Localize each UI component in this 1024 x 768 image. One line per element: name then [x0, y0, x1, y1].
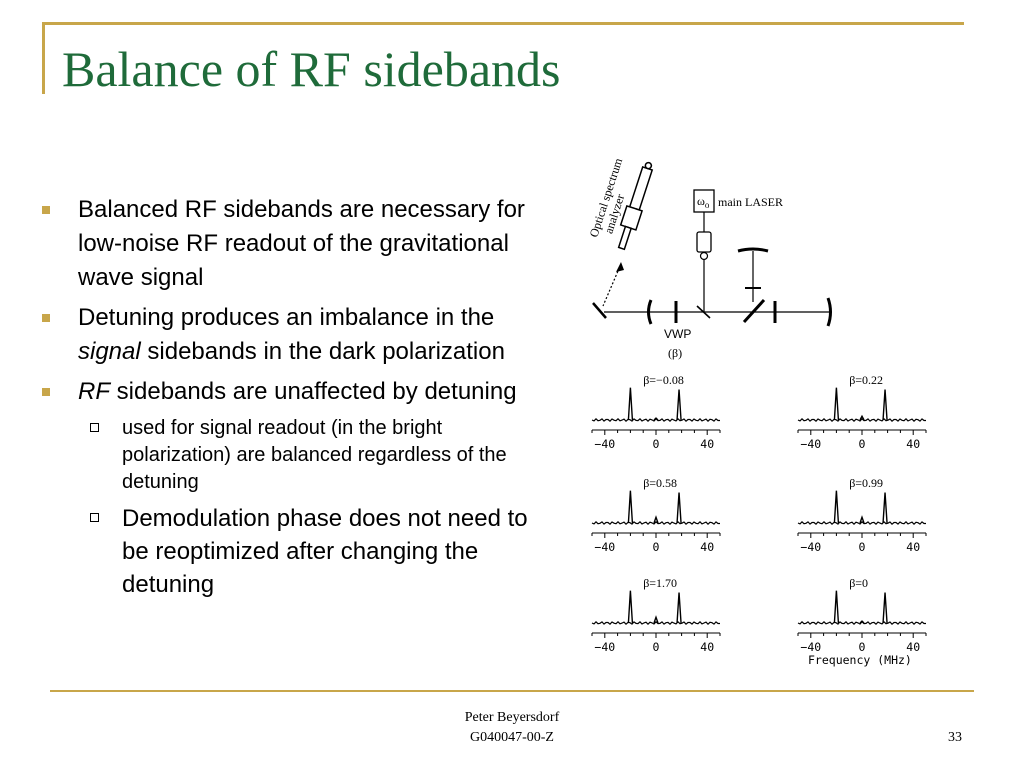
- vwp-label: VWP: [664, 327, 691, 341]
- spectrum-peak: [676, 389, 682, 421]
- x-tick-label: 0: [653, 540, 660, 554]
- spectrum-baseline: [797, 520, 926, 526]
- spectrum-baseline: [591, 417, 720, 423]
- polarizing-beamsplitter-icon: [742, 298, 766, 324]
- spectrum-peak: [833, 387, 840, 421]
- x-tick-label: 40: [906, 640, 920, 654]
- beta-label: (β): [668, 346, 682, 360]
- cavity-mirror-icon: [647, 299, 653, 325]
- end-mirror-icon: [826, 297, 832, 327]
- panel-beta-label: β=0.99: [849, 476, 883, 490]
- footer-author: Peter Beyersdorf: [464, 710, 560, 725]
- panel-beta-label: β=−0.08: [643, 373, 684, 387]
- spectrum-baseline: [591, 520, 720, 526]
- optical-setup-diagram: Optical spectrum analyzer ωo main LASER …: [587, 156, 832, 360]
- sub-bullet-text: Demodulation phase does not need to be r…: [122, 505, 528, 598]
- sub-bullet-marker-icon: [90, 423, 99, 432]
- spectrum-peak: [882, 592, 888, 624]
- spectrum-panel: β=−0.08 −40 0 40: [591, 373, 721, 451]
- spectrum-panel: β=0.58 −40 0 40: [591, 476, 721, 554]
- page-number: 33: [948, 730, 962, 745]
- sub-bullet-list: used for signal readout (in the bright p…: [78, 415, 538, 601]
- panel-beta-label: β=0.22: [849, 373, 883, 387]
- spectrum-peak: [882, 492, 888, 524]
- spectrum-peak: [627, 490, 634, 524]
- bullet-marker-icon: [42, 314, 50, 322]
- spectrum-baseline: [797, 620, 926, 626]
- x-tick-label: 40: [906, 437, 920, 451]
- spectrum-baseline: [591, 620, 720, 626]
- spectrum-panel: β=0 −40 0 40: [797, 576, 927, 654]
- x-tick-label: 40: [700, 437, 714, 451]
- spectrum-peak: [653, 417, 659, 421]
- laser-label: main LASER: [718, 195, 783, 209]
- spectrum-peak: [676, 492, 682, 524]
- bullet-text: Balanced RF sidebands are necessary for …: [78, 196, 525, 291]
- bullet-text-post: sidebands in the dark polarization: [140, 338, 505, 365]
- footer-doc-id: G040047-00-Z: [470, 730, 554, 745]
- spectrum-peak: [676, 592, 682, 624]
- spectrum-panel: β=0.22 −40 0 40: [797, 373, 927, 451]
- sub-bullet-item: Demodulation phase does not need to be r…: [38, 502, 538, 601]
- bullet-text-post: sidebands are unaffected by detuning: [110, 378, 517, 405]
- spectrum-panel: β=1.70 −40 0 40: [591, 576, 721, 654]
- footer-author-block: Peter Beyersdorf G040047-00-Z: [0, 708, 1024, 748]
- x-tick-label: 0: [859, 437, 866, 451]
- lens-icon: [696, 231, 712, 253]
- bullet-list: Balanced RF sidebands are necessary for …: [38, 193, 538, 607]
- arrow-head-icon: [616, 262, 624, 272]
- spectrum-analyzer-icon: [617, 161, 654, 251]
- spectrum-panel: β=0.99 −40 0 40: [797, 476, 927, 554]
- bullet-item: RF sidebands are unaffected by detuning …: [38, 375, 538, 601]
- x-tick-label: −40: [594, 540, 615, 554]
- mirror-icon: [592, 302, 607, 319]
- sub-bullet-text: used for signal readout (in the bright p…: [122, 417, 507, 493]
- x-tick-label: 0: [859, 540, 866, 554]
- x-tick-label: −40: [800, 640, 821, 654]
- x-axis-label: Frequency (MHz): [808, 653, 912, 667]
- x-tick-label: 40: [700, 540, 714, 554]
- panel-beta-label: β=1.70: [643, 576, 677, 590]
- spectrum-peak: [627, 590, 634, 624]
- panel-beta-label: β=0: [849, 576, 868, 590]
- spectrum-baseline: [797, 417, 926, 423]
- x-tick-label: 0: [859, 640, 866, 654]
- bullet-marker-icon: [42, 206, 50, 214]
- slide-title: Balance of RF sidebands: [62, 41, 561, 97]
- x-tick-label: −40: [800, 540, 821, 554]
- bullet-text-emphasis: RF: [78, 378, 110, 405]
- spectrum-peak: [859, 414, 865, 421]
- spectrum-peak: [653, 515, 659, 524]
- x-tick-label: −40: [594, 640, 615, 654]
- x-tick-label: 0: [653, 640, 660, 654]
- omega-symbol: ωo: [697, 194, 710, 210]
- spectrum-peak: [859, 620, 865, 624]
- bullet-item: Detuning produces an imbalance in the si…: [38, 301, 538, 369]
- vertical-mirror-icon: [737, 247, 769, 253]
- sub-bullet-item: used for signal readout (in the bright p…: [38, 415, 538, 496]
- beamsplitter-icon: [696, 305, 711, 319]
- left-accent-line: [42, 22, 45, 94]
- spectrum-peak: [653, 615, 659, 624]
- spectrum-peak: [859, 515, 865, 524]
- spectrum-peak: [833, 490, 840, 524]
- bullet-marker-icon: [42, 388, 50, 396]
- footer-divider: [50, 690, 974, 692]
- spectrum-peak: [833, 590, 840, 624]
- x-tick-label: 40: [700, 640, 714, 654]
- panel-beta-label: β=0.58: [643, 476, 677, 490]
- bullet-text-emphasis: signal: [78, 338, 141, 365]
- spectrum-peak: [627, 387, 634, 421]
- x-tick-label: 40: [906, 540, 920, 554]
- sub-bullet-marker-icon: [90, 513, 99, 522]
- x-tick-label: 0: [653, 437, 660, 451]
- x-tick-label: −40: [800, 437, 821, 451]
- bullet-text-pre: Detuning produces an imbalance in the: [78, 304, 495, 331]
- spectrum-peak: [882, 389, 888, 421]
- bullet-item: Balanced RF sidebands are necessary for …: [38, 193, 538, 295]
- x-tick-label: −40: [594, 437, 615, 451]
- top-accent-line: [42, 22, 964, 25]
